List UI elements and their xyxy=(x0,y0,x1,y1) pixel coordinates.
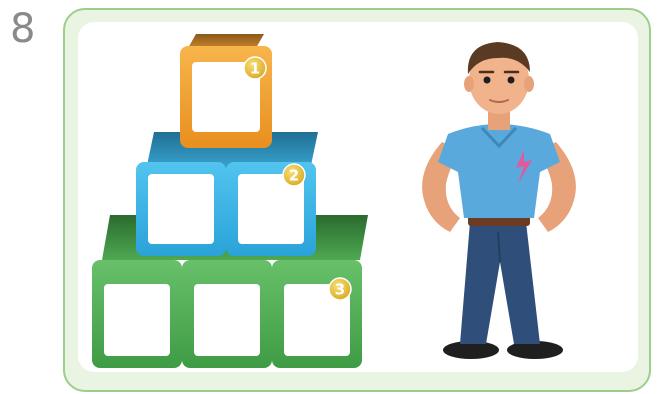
right-eye xyxy=(508,77,515,84)
exercise-number: 8 xyxy=(10,6,35,52)
man-character-icon xyxy=(422,42,576,359)
badge-row-1-label: 1 xyxy=(250,60,260,78)
green-box-1 xyxy=(92,260,182,368)
badge-row-3: 3 xyxy=(329,278,351,300)
green-box-2 xyxy=(182,260,272,368)
left-eye xyxy=(484,77,491,84)
badge-row-2-label: 2 xyxy=(289,167,299,185)
shirt xyxy=(438,124,560,218)
badge-row-1: 1 xyxy=(244,57,266,79)
pyramid-row-1: 1 xyxy=(180,34,272,148)
badge-row-2: 2 xyxy=(283,164,305,186)
jeans xyxy=(460,222,540,344)
pyramid-row-2: 2 xyxy=(136,132,318,256)
blue-box-1 xyxy=(136,162,226,256)
green-box-3 xyxy=(272,260,362,368)
orange-box-top xyxy=(188,34,264,48)
badge-row-3-label: 3 xyxy=(335,281,345,299)
pyramid-and-person-illustration: 3 2 xyxy=(78,22,638,372)
